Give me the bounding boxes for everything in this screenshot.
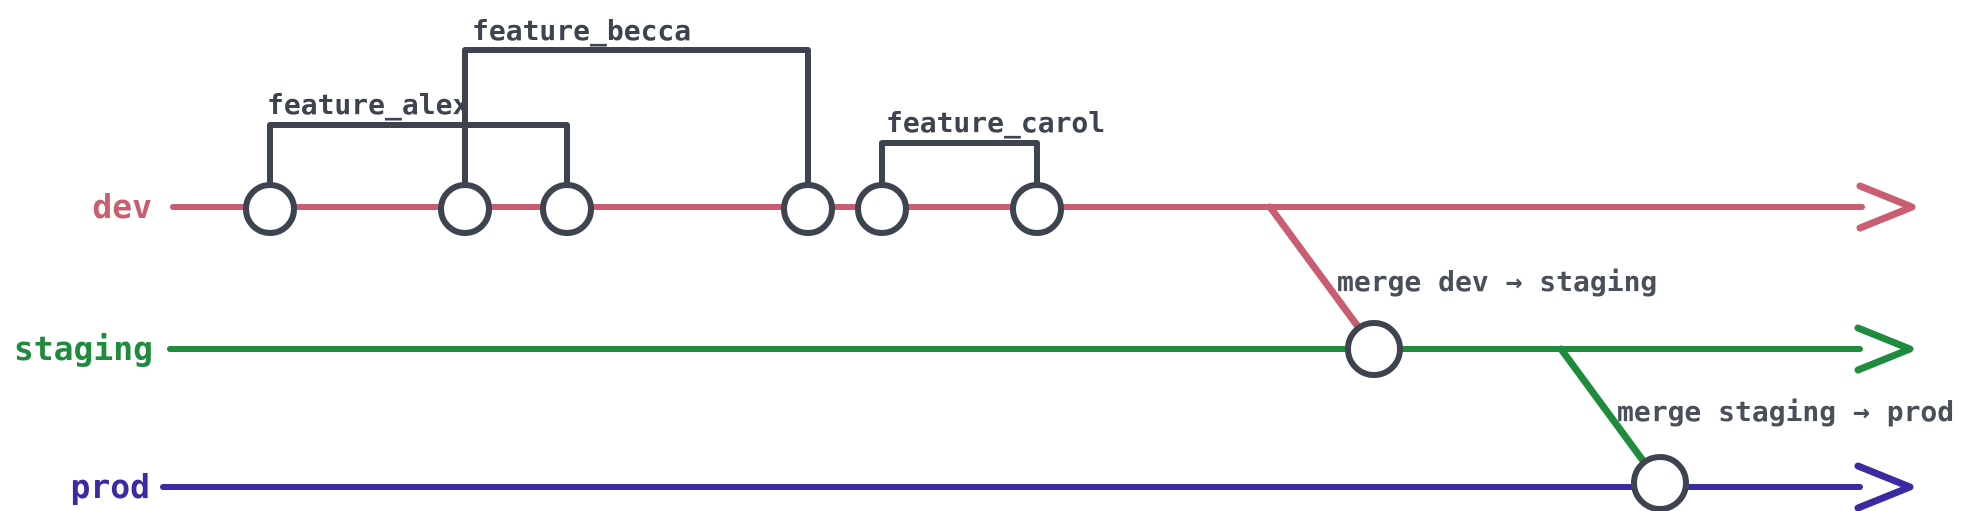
feature-bracket-feature-alex [267, 122, 570, 190]
merge-commit-node-merge-dev-staging [1345, 320, 1403, 378]
arrowhead-icon-prod [1854, 462, 1914, 511]
branch-label-dev: dev [92, 187, 152, 226]
commit-node-dev [855, 182, 909, 236]
feature-bracket-feature-carol [879, 140, 1040, 192]
branch-label-prod: prod [71, 467, 150, 506]
merge-lines-layer [1266, 203, 1648, 466]
commit-node-dev [243, 182, 297, 236]
feature-branch-label-feature-becca: feature_becca [472, 14, 691, 47]
arrowhead-icon-dev [1856, 182, 1916, 232]
commit-node-dev [540, 182, 594, 236]
merge-label-merge-dev-staging: merge dev → staging [1337, 265, 1657, 298]
merge-label-merge-staging-prod: merge staging → prod [1617, 395, 1954, 428]
branch-label-staging: staging [14, 329, 153, 368]
commit-node-dev [438, 182, 492, 236]
commit-node-dev [1010, 182, 1064, 236]
commit-node-dev [781, 182, 835, 236]
feature-bracket-feature-becca [462, 47, 811, 190]
feature-branch-label-feature-carol: feature_carol [886, 106, 1105, 139]
labels-layer: feature_alex feature_becca feature_carolde… [14, 14, 1954, 506]
feature-branch-label-feature-alex: feature_alex [267, 88, 469, 121]
merge-line-merge-dev-staging [1266, 203, 1363, 332]
arrowhead-icon-staging [1854, 324, 1914, 374]
merge-commit-node-merge-staging-prod [1631, 454, 1689, 511]
merge-line-merge-staging-prod [1557, 345, 1648, 466]
commit-nodes-layer [243, 182, 1689, 511]
feature-brackets-layer [267, 47, 1040, 192]
